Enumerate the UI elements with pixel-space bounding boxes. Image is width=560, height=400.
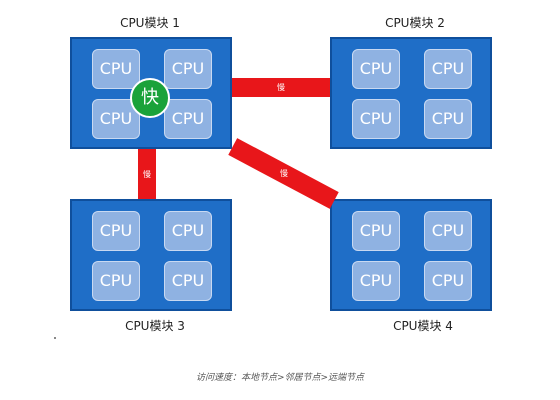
- cpu-module-2: CPU CPU CPU CPU: [330, 37, 492, 149]
- cpu-chip: CPU: [424, 99, 472, 139]
- slow-label: 慢: [143, 169, 151, 179]
- slow-label: 慢: [279, 169, 288, 178]
- module-2-label: CPU模块 2: [385, 16, 445, 30]
- cpu-chip: CPU: [352, 261, 400, 301]
- module-3-label: CPU模块 3: [125, 319, 185, 333]
- cpu-chip: CPU: [164, 261, 212, 301]
- fast-badge: 快: [130, 78, 170, 118]
- cpu-chip: CPU: [424, 49, 472, 89]
- cpu-module-3: CPU CPU CPU CPU: [70, 199, 232, 311]
- cpu-module-1: CPU CPU CPU CPU: [70, 37, 232, 149]
- slow-label: 慢: [277, 83, 285, 92]
- cpu-chip: CPU: [164, 99, 212, 139]
- cpu-chip: CPU: [92, 99, 140, 139]
- cpu-module-4: CPU CPU CPU CPU: [330, 199, 492, 311]
- cpu-chip: CPU: [164, 49, 212, 89]
- cpu-chip: CPU: [424, 211, 472, 251]
- cpu-chip: CPU: [352, 211, 400, 251]
- cpu-chip: CPU: [92, 211, 140, 251]
- cpu-chip: CPU: [424, 261, 472, 301]
- module-1-label: CPU模块 1: [120, 16, 180, 30]
- link-horizontal-slow: 慢: [232, 78, 330, 97]
- module-4-label: CPU模块 4: [393, 319, 453, 333]
- cpu-chip: CPU: [352, 99, 400, 139]
- cpu-chip: CPU: [92, 49, 140, 89]
- link-vertical-slow: 慢: [138, 149, 156, 199]
- cpu-chip: CPU: [164, 211, 212, 251]
- link-diagonal-slow: 慢: [228, 138, 339, 209]
- cpu-chip: CPU: [352, 49, 400, 89]
- cpu-chip: CPU: [92, 261, 140, 301]
- caption: 访问速度：本地节点>邻居节点>远端节点: [195, 373, 365, 383]
- stray-dot: [54, 337, 56, 339]
